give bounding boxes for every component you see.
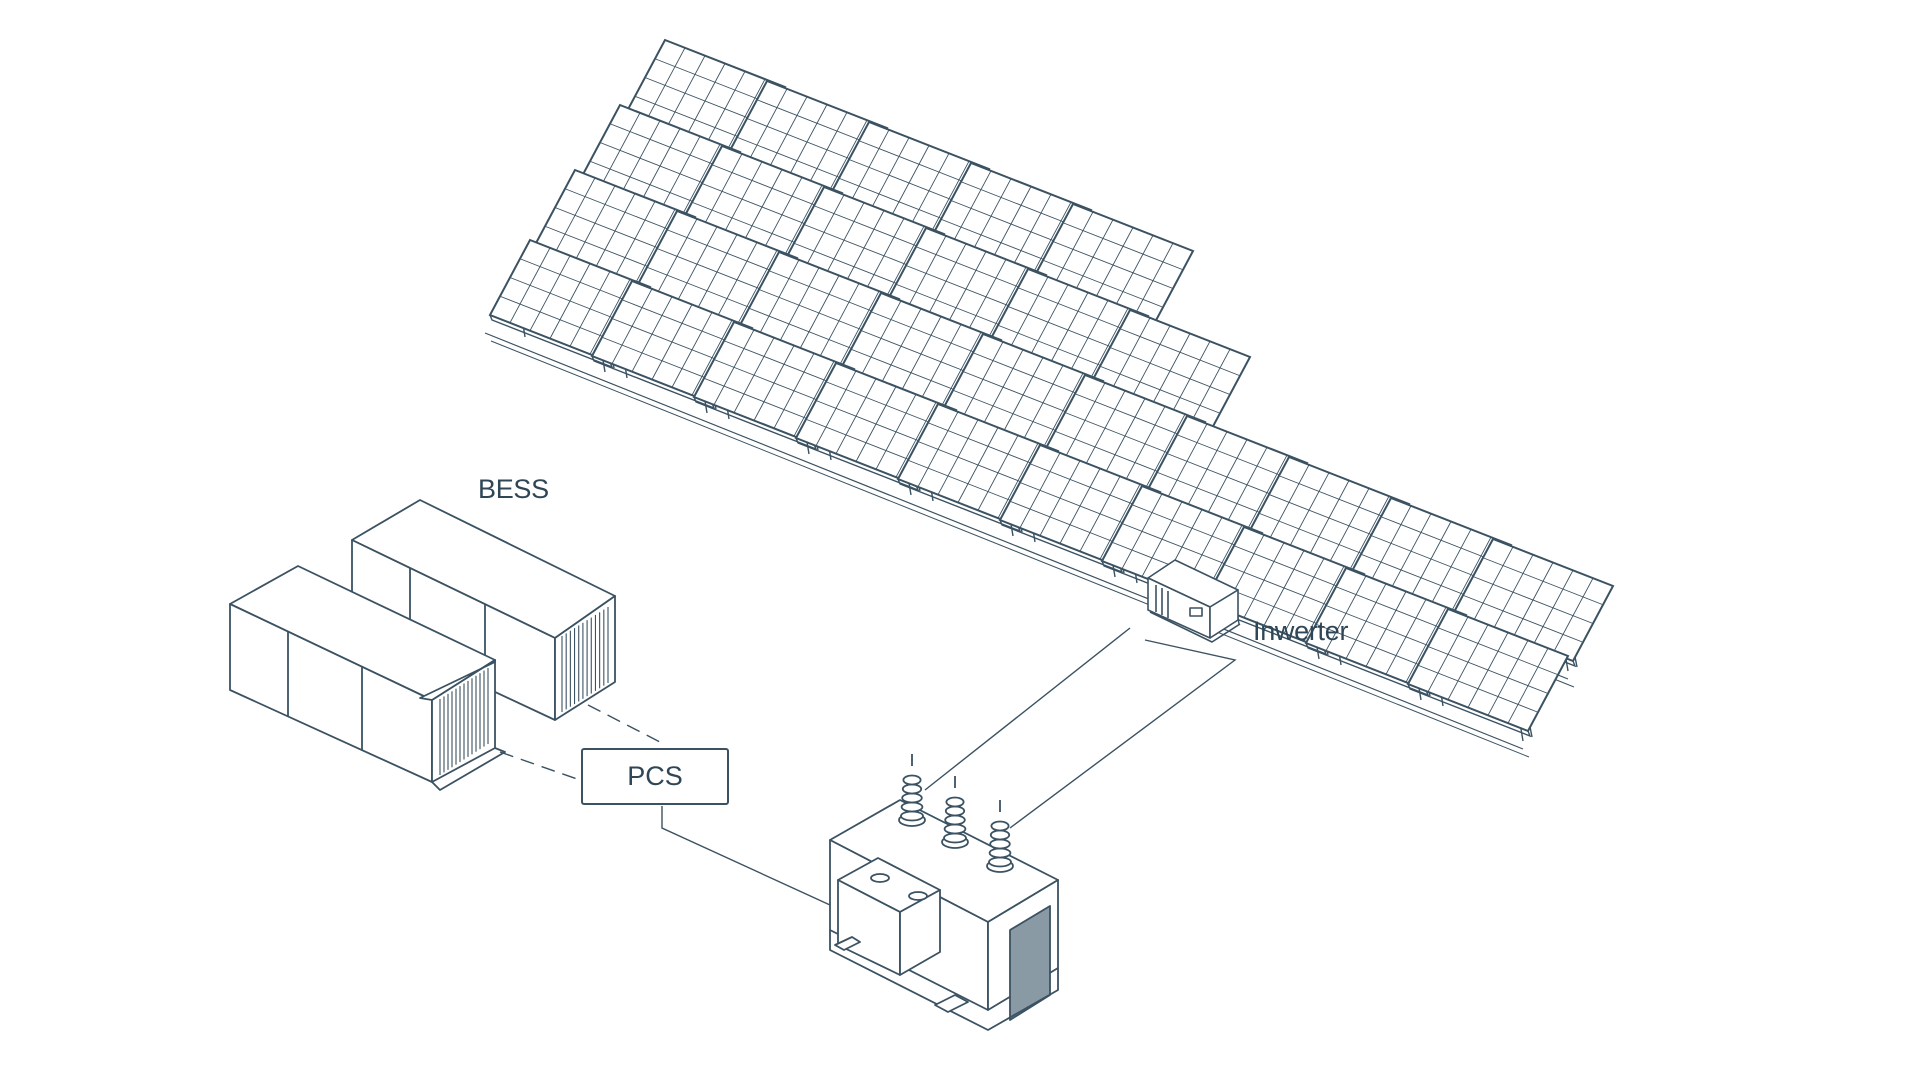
valve-cap <box>870 873 890 883</box>
ground-rail <box>484 332 1524 750</box>
inverter-to-transformer-line-1 <box>924 627 1131 791</box>
battery-container-icon <box>229 565 506 791</box>
bushing-icon <box>986 800 1014 873</box>
bess-group <box>229 499 616 791</box>
bushing-icon <box>941 776 969 849</box>
bess-label: BESS <box>478 474 549 504</box>
inverter-label: Inwerter <box>1253 616 1349 646</box>
connections <box>499 627 1237 906</box>
solar-panel-icon <box>1406 607 1570 742</box>
valve-cap <box>908 891 928 901</box>
pcs-box: PCS <box>581 748 729 805</box>
solar-array <box>484 38 1615 758</box>
inverter-to-transformer-line-2 <box>1009 639 1237 829</box>
ground-rail <box>490 340 1530 758</box>
bess-to-pcs-dashed-line-1 <box>587 704 661 743</box>
inverter-icon <box>1147 559 1241 643</box>
pcs-to-transformer-line <box>661 806 831 906</box>
pcs-label: PCS <box>627 761 683 791</box>
bess-to-pcs-dashed-line-2 <box>499 751 581 781</box>
transformer-icon <box>829 754 1059 1031</box>
bushing-icon <box>898 754 926 827</box>
